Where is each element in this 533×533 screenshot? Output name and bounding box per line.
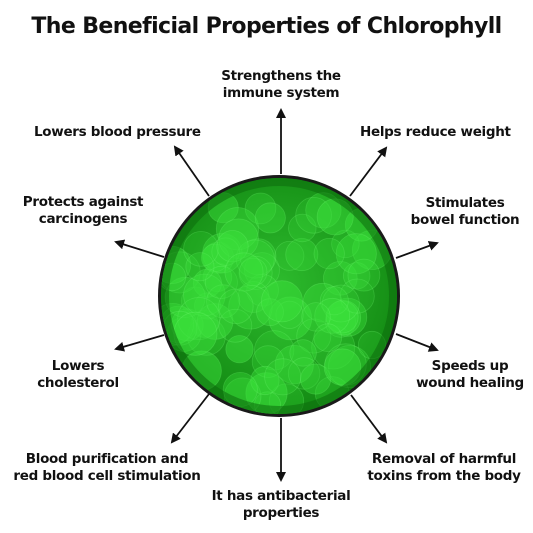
property-line: Protects against <box>22 194 144 210</box>
chloroplast-bubble <box>218 288 254 324</box>
chloroplast-bubble <box>274 344 314 385</box>
property-weight: Helps reduce weight <box>360 124 511 141</box>
chloroplast-bubble <box>321 284 360 323</box>
chloroplast-bubble <box>319 286 349 316</box>
property-pressure: Lowers blood pressure <box>34 124 201 141</box>
property-cholesterol: Lowers cholesterol <box>28 358 128 392</box>
chloroplast-bubble <box>244 252 280 289</box>
chloroplast-bubble <box>224 252 264 292</box>
cell-rim-shading <box>161 178 397 414</box>
chloroplast-bubble <box>260 280 303 323</box>
chloroplast-bubble <box>264 358 302 396</box>
chloroplast-bubble <box>206 284 241 319</box>
chloroplast-bubble <box>216 230 249 263</box>
property-line: Speeds up <box>431 358 509 374</box>
property-toxins: Removal of harmful toxins from the body <box>356 451 532 485</box>
chloroplast-bubble <box>313 323 343 353</box>
chloroplast-bubble <box>288 213 317 243</box>
chloroplast-bubble <box>204 265 238 299</box>
arrow-pressure <box>173 145 210 197</box>
chloroplast-bubble <box>238 255 273 290</box>
property-wound: Speeds up wound healing <box>410 358 530 392</box>
chloroplast-bubble <box>254 202 286 234</box>
chloroplast-bubble <box>314 297 351 334</box>
property-line: Removal of harmful <box>371 451 517 467</box>
chloroplast-bubble <box>296 318 332 354</box>
chloroplast-bubble <box>183 273 226 317</box>
property-line: Helps reduce weight <box>360 124 511 140</box>
chloroplast-bubbles <box>161 178 397 414</box>
property-line: Lowers <box>51 358 105 374</box>
chloroplast-bubble <box>183 231 219 267</box>
property-line: bowel function <box>410 212 520 228</box>
arrow-cholesterol <box>114 334 165 352</box>
arrows-group <box>114 108 439 482</box>
chloroplast-bubble <box>323 348 362 386</box>
chloroplast-bubble <box>322 260 358 296</box>
chloroplast-bubble <box>301 302 331 332</box>
arrow-toxins <box>350 394 388 444</box>
chloroplast-bubble <box>185 252 215 282</box>
property-carcinogens: Protects against carcinogens <box>10 194 156 228</box>
chloroplast-bubble <box>238 257 268 287</box>
chloroplast-bubble <box>250 365 280 396</box>
property-line: red blood cell stimulation <box>13 468 201 484</box>
chloroplast-bubble <box>343 262 371 290</box>
chloroplast-bubble <box>244 192 277 225</box>
chloroplast-bubble <box>335 233 377 275</box>
property-line: carcinogens <box>38 211 128 227</box>
chloroplast-bubble <box>289 339 317 367</box>
chloroplast-bubble <box>347 258 381 292</box>
chloroplast-bubble <box>218 308 253 343</box>
property-immune: Strengthens the immune system <box>196 68 366 102</box>
chloroplast-bubble <box>313 238 345 270</box>
arrow-bowel <box>395 241 439 259</box>
property-line: Blood purification and <box>25 451 189 467</box>
property-line: properties <box>242 505 320 521</box>
property-line: It has antibacterial <box>211 488 351 504</box>
property-line: immune system <box>222 85 340 101</box>
chloroplast-bubble <box>325 300 359 334</box>
property-bowel: Stimulates bowel function <box>400 195 530 229</box>
chloroplast-bubble <box>254 330 295 371</box>
page-title: The Beneficial Properties of Chlorophyll <box>31 14 502 39</box>
chloroplast-bubble <box>177 297 221 341</box>
chloroplast-bubble <box>225 335 254 364</box>
arrow-carcinogens <box>114 239 165 258</box>
property-line: Stimulates <box>425 195 505 211</box>
chloroplast-bubble <box>339 278 375 314</box>
arrow-blood <box>170 393 210 444</box>
property-line: toxins from the body <box>367 468 521 484</box>
property-line: wound healing <box>416 375 524 391</box>
chloroplast-bubble <box>196 303 234 340</box>
property-blood: Blood purification and red blood cell st… <box>2 451 212 485</box>
chloroplast-bubble <box>251 345 285 378</box>
arrow-weight <box>349 146 388 197</box>
chloroplast-bubble <box>287 357 321 390</box>
property-line: Strengthens the <box>221 68 341 84</box>
property-antibacterial: It has antibacterial properties <box>196 488 366 522</box>
chloroplast-bubble <box>285 238 319 272</box>
arrow-wound <box>395 333 439 352</box>
property-line: Lowers blood pressure <box>34 124 201 140</box>
property-line: cholesterol <box>37 375 119 391</box>
chloroplast-bubble <box>274 240 305 271</box>
